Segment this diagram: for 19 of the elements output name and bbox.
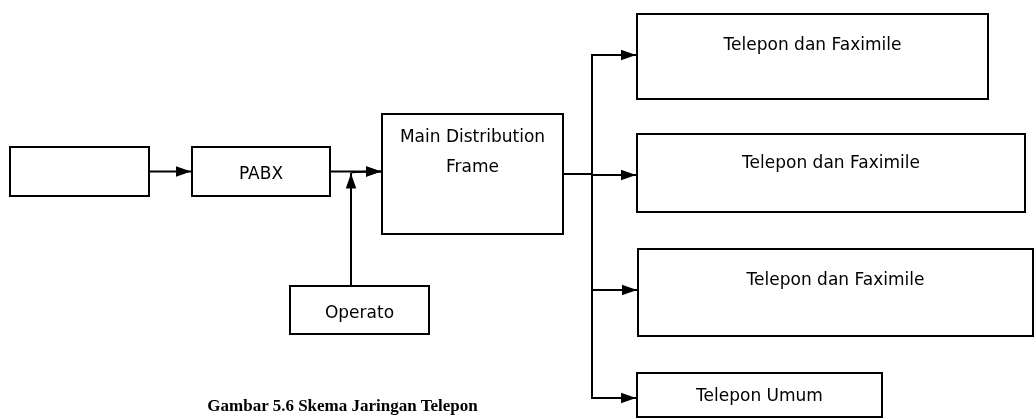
node-label: Telepon dan Faximile xyxy=(723,33,902,56)
arrow xyxy=(149,166,192,177)
process-box xyxy=(636,13,989,100)
node-label: Main Distribution Frame xyxy=(398,125,547,178)
process-box xyxy=(289,285,430,335)
node-label: Telepon Umum xyxy=(696,384,823,407)
node-label: Operato xyxy=(324,301,395,324)
node-label: Telepon dan Faximile xyxy=(746,268,925,291)
arrow xyxy=(563,173,637,404)
process-box xyxy=(636,372,883,418)
arrow xyxy=(345,166,382,286)
process-box xyxy=(637,248,1034,337)
node-label: PABX xyxy=(238,162,284,185)
node-label: Telepon dan Faximile xyxy=(742,151,920,174)
process-box xyxy=(636,133,1026,213)
figure-caption: Gambar 5.6 Skema Jaringan Telepon xyxy=(206,396,479,416)
process-box xyxy=(381,113,564,235)
process-box xyxy=(191,146,331,197)
empty-box xyxy=(9,146,150,197)
